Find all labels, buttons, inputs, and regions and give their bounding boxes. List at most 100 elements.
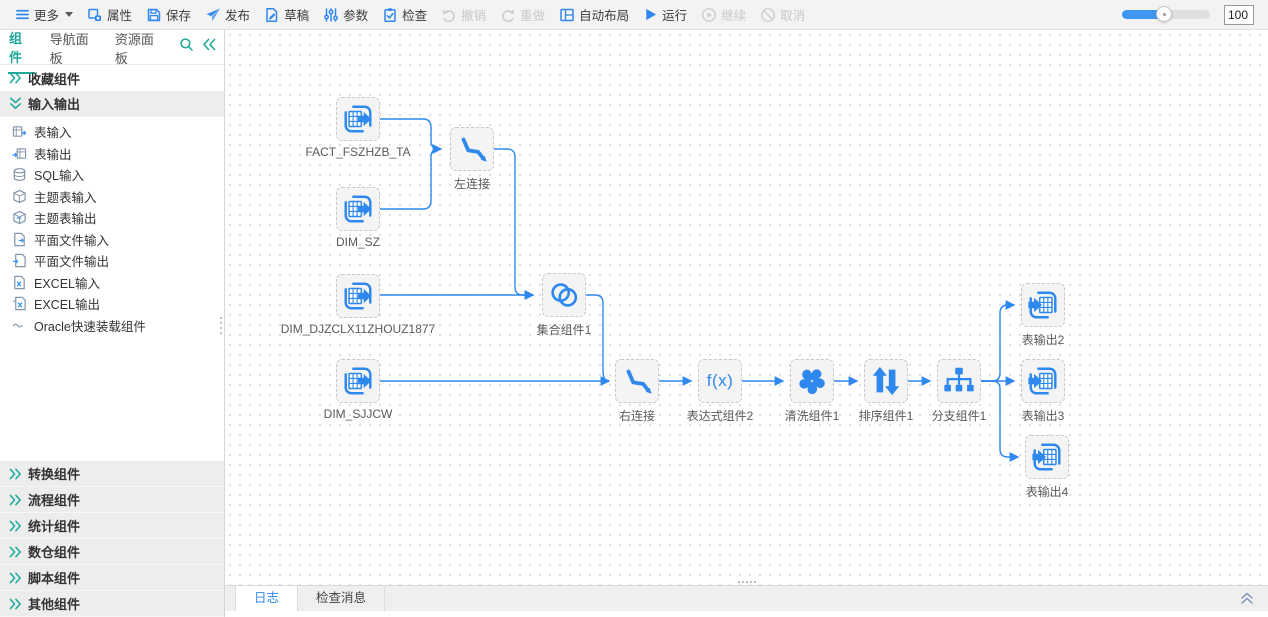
save-button[interactable]: 保存: [139, 0, 198, 30]
node-clean[interactable]: 清洗组件1: [785, 359, 839, 423]
join-icon: [450, 127, 494, 171]
redo-icon: [500, 7, 516, 23]
node-branch[interactable]: 分支组件1: [932, 359, 986, 423]
draft-icon: [264, 7, 280, 23]
properties-button[interactable]: 属性: [80, 0, 139, 30]
main-area: 组件 导航面板 资源面板 收藏组件 输入输出: [0, 30, 1268, 617]
chevron-right-icon: [9, 572, 22, 584]
component-oracle-loader[interactable]: Oracle快速装载组件: [12, 315, 224, 337]
component-sql-input[interactable]: SQL输入: [12, 164, 224, 186]
zoom-slider[interactable]: [1122, 6, 1210, 22]
node-expression[interactable]: f(x) 表达式组件2: [687, 359, 753, 423]
oracle-loader-icon: [12, 318, 27, 333]
section-other-components[interactable]: 其他组件: [0, 591, 224, 617]
zoom-slider-thumb[interactable]: [1156, 6, 1172, 22]
toolbar-right: [1122, 4, 1260, 25]
flat-file-input-icon: [12, 232, 27, 247]
section-script-components[interactable]: 脚本组件: [0, 565, 224, 591]
publish-button[interactable]: 发布: [198, 0, 257, 30]
flow-canvas[interactable]: FACT_FSZHZB_TA DIM_SZ 左连接: [225, 30, 1268, 585]
menu-icon: [15, 7, 30, 22]
collapse-sidebar-icon[interactable]: [202, 38, 216, 56]
chevron-right-icon: [9, 72, 22, 84]
sidebar-tabbar: 组件 导航面板 资源面板: [0, 30, 224, 74]
sidebar-collapsed-sections: 转换组件 流程组件 统计组件 数仓组件: [0, 461, 224, 617]
auto-layout-icon: [559, 7, 575, 23]
tab-components[interactable]: 组件: [8, 20, 35, 74]
node-dim-sz[interactable]: DIM_SZ: [336, 187, 380, 249]
node-fact-fszhzb-ta[interactable]: FACT_FSZHZB_TA: [305, 97, 411, 159]
node-table-output-4[interactable]: 表输出4: [1025, 435, 1069, 499]
resume-button[interactable]: 继续: [694, 0, 753, 30]
draft-button[interactable]: 草稿: [257, 0, 316, 30]
branch-icon: [937, 359, 981, 403]
redo-button[interactable]: 重做: [493, 0, 552, 30]
node-right-join[interactable]: 右连接: [615, 359, 659, 423]
sort-icon: [864, 359, 908, 403]
resume-icon: [701, 7, 717, 23]
node-dim-djzclx[interactable]: DIM_DJZCLX11ZHOUZ1877: [281, 274, 435, 336]
table-input-icon: [336, 274, 380, 318]
chevron-right-icon: [9, 520, 22, 532]
node-dim-sjjcw[interactable]: DIM_SJJCW: [324, 359, 392, 421]
table-input-icon: [336, 187, 380, 231]
tab-resource-panel[interactable]: 资源面板: [114, 32, 154, 66]
properties-icon: [87, 7, 103, 23]
chevron-right-icon: [9, 598, 22, 610]
flow-edge: [981, 300, 1016, 382]
node-union[interactable]: 集合组件1: [537, 273, 591, 337]
auto-layout-button[interactable]: 自动布局: [552, 0, 636, 30]
flow-edge: [494, 148, 535, 300]
component-flat-file-output[interactable]: 平面文件输出: [12, 250, 224, 272]
section-statistics-components[interactable]: 统计组件: [0, 513, 224, 539]
expression-fx-icon: f(x): [698, 359, 742, 403]
component-excel-input[interactable]: EXCEL输入: [12, 272, 224, 294]
tab-log[interactable]: 日志: [235, 586, 299, 611]
run-button[interactable]: 运行: [636, 0, 694, 30]
expand-panel-icon[interactable]: [1240, 592, 1254, 605]
table-input-icon: [336, 359, 380, 403]
component-theme-table-output[interactable]: 主题表输出: [12, 207, 224, 229]
section-flow-components[interactable]: 流程组件: [0, 487, 224, 513]
more-button[interactable]: 更多: [8, 0, 80, 30]
table-input-icon: [336, 97, 380, 141]
node-table-output-3[interactable]: 表输出3: [1021, 359, 1065, 423]
node-table-output-2[interactable]: 表输出2: [1021, 283, 1065, 347]
node-sort[interactable]: 排序组件1: [859, 359, 913, 423]
cancel-button[interactable]: 取消: [753, 0, 812, 30]
component-list: 表输入 表输出 SQL输入 主题表输入: [0, 117, 224, 461]
inspect-button[interactable]: 检查: [375, 0, 434, 30]
workspace: FACT_FSZHZB_TA DIM_SZ 左连接: [225, 30, 1268, 617]
section-warehouse-components[interactable]: 数仓组件: [0, 539, 224, 565]
panel-resize-handle[interactable]: [737, 581, 756, 583]
tab-check-messages[interactable]: 检查消息: [298, 586, 386, 611]
section-input-output[interactable]: 输入输出: [0, 91, 224, 117]
parameters-button[interactable]: 参数: [316, 0, 375, 30]
chevron-right-icon: [9, 546, 22, 558]
bottom-tabbar: 日志 检查消息: [225, 586, 1268, 611]
section-transform-components[interactable]: 转换组件: [0, 461, 224, 487]
tab-navigation-panel[interactable]: 导航面板: [49, 32, 89, 66]
union-icon: [542, 273, 586, 317]
inspect-icon: [382, 7, 398, 23]
component-sidebar: 组件 导航面板 资源面板 收藏组件 输入输出: [0, 30, 225, 617]
table-output-icon: [1021, 359, 1065, 403]
component-excel-output[interactable]: EXCEL输出: [12, 293, 224, 315]
node-left-join[interactable]: 左连接: [450, 127, 494, 191]
component-theme-table-input[interactable]: 主题表输入: [12, 186, 224, 208]
undo-button[interactable]: 撤销: [434, 0, 493, 30]
table-output-icon: [1025, 435, 1069, 479]
sidebar-resize-handle[interactable]: [220, 317, 222, 334]
parameters-icon: [323, 7, 339, 23]
section-favorite-components[interactable]: 收藏组件: [0, 65, 224, 91]
bottom-panel: 日志 检查消息: [225, 585, 1268, 617]
component-flat-file-input[interactable]: 平面文件输入: [12, 229, 224, 251]
zoom-value-input[interactable]: [1224, 4, 1254, 25]
table-output-icon: [1021, 283, 1065, 327]
chevron-down-icon: [9, 97, 22, 110]
search-icon[interactable]: [179, 37, 194, 57]
component-table-output[interactable]: 表输出: [12, 143, 224, 165]
toolbar: 更多 属性 保存 发布 草稿 参数 检查: [0, 0, 1268, 30]
dropdown-caret-icon: [65, 12, 74, 17]
component-table-input[interactable]: 表输入: [12, 121, 224, 143]
